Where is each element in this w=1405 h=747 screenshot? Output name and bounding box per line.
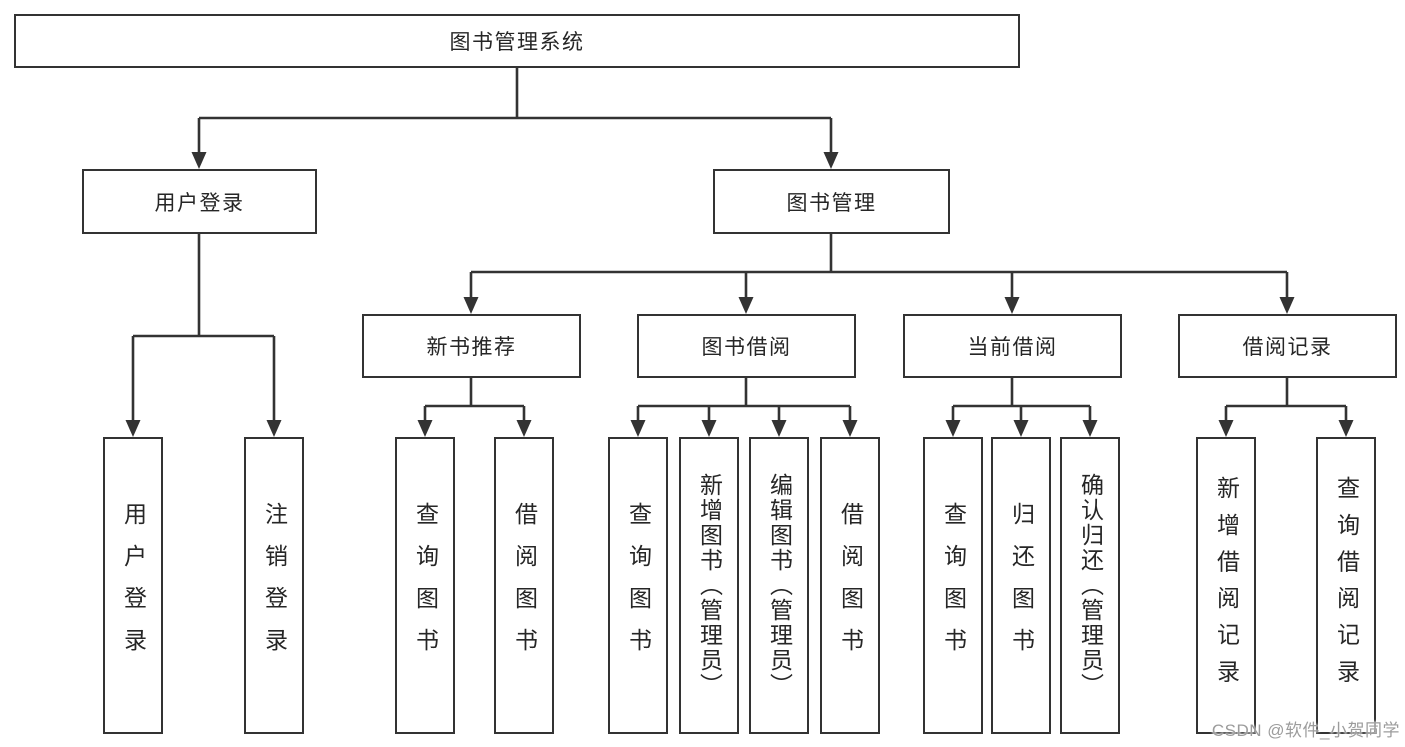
- node-user-login-label: 用户登录: [154, 191, 245, 215]
- node-borrow-records: 借阅记录: [1178, 314, 1397, 378]
- node-borrow-records-label: 借阅记录: [1242, 336, 1333, 359]
- leaf-confirm-return-admin-label: 确认归还（管理员）: [1077, 473, 1104, 698]
- node-user-login: 用户登录: [82, 169, 317, 234]
- leaf-user-login-label: 用户登录: [120, 501, 147, 670]
- node-current-borrow: 当前借阅: [903, 314, 1122, 378]
- leaf-query-books-recommend-label: 查询图书: [412, 501, 439, 670]
- node-book-management-label: 图书管理: [786, 191, 877, 215]
- leaf-user-login: 用户登录: [103, 437, 163, 734]
- node-new-book-recommend: 新书推荐: [362, 314, 581, 378]
- leaf-borrow-books-label: 借阅图书: [837, 501, 864, 670]
- csdn-watermark: CSDN @软件_小贺同学: [1211, 721, 1400, 740]
- leaf-add-book-admin: 新增图书（管理员）: [679, 437, 739, 734]
- leaf-logout-label: 注销登录: [261, 501, 288, 670]
- leaf-logout: 注销登录: [244, 437, 304, 734]
- leaf-add-borrow-record-label: 新增借阅记录: [1213, 475, 1240, 696]
- leaf-query-books-current-label: 查询图书: [940, 501, 967, 670]
- node-book-borrow-label: 图书借阅: [701, 336, 792, 359]
- leaf-add-book-admin-label: 新增图书（管理员）: [696, 473, 723, 698]
- node-library-system-label: 图书管理系统: [449, 31, 585, 54]
- leaf-borrow-books: 借阅图书: [820, 437, 880, 734]
- leaf-edit-book-admin: 编辑图书（管理员）: [749, 437, 809, 734]
- leaf-query-borrow-record-label: 查询借阅记录: [1333, 475, 1360, 696]
- node-library-system: 图书管理系统: [14, 14, 1020, 68]
- leaf-query-books-recommend: 查询图书: [395, 437, 455, 734]
- node-current-borrow-label: 当前借阅: [967, 336, 1058, 359]
- leaf-return-books: 归还图书: [991, 437, 1051, 734]
- leaf-borrow-books-recommend: 借阅图书: [494, 437, 554, 734]
- leaf-borrow-books-recommend-label: 借阅图书: [511, 501, 538, 670]
- node-new-book-recommend-label: 新书推荐: [426, 336, 517, 359]
- leaf-edit-book-admin-label: 编辑图书（管理员）: [766, 473, 793, 698]
- node-book-management: 图书管理: [713, 169, 950, 234]
- leaf-query-books-current: 查询图书: [923, 437, 983, 734]
- leaf-add-borrow-record: 新增借阅记录: [1196, 437, 1256, 734]
- node-book-borrow: 图书借阅: [637, 314, 856, 378]
- leaf-confirm-return-admin: 确认归还（管理员）: [1060, 437, 1120, 734]
- leaf-return-books-label: 归还图书: [1008, 501, 1035, 670]
- leaf-query-borrow-record: 查询借阅记录: [1316, 437, 1376, 734]
- leaf-query-books-borrow-label: 查询图书: [625, 501, 652, 670]
- leaf-query-books-borrow: 查询图书: [608, 437, 668, 734]
